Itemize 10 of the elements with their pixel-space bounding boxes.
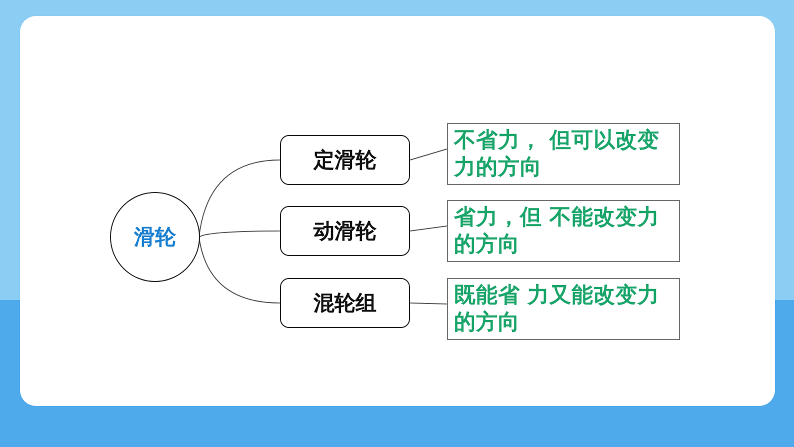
process-box: 定滑轮 [280, 135, 410, 185]
connector-line [410, 226, 448, 232]
connector-line [410, 148, 448, 160]
text-box: 不省力， 但可以改变力的方向 [447, 123, 680, 185]
connector-line [410, 302, 448, 304]
text-box: 省力，但 不能改变力的方向 [447, 200, 680, 262]
process-box: 混轮组 [280, 278, 410, 328]
text-box: 既能省 力又能改变力的方向 [447, 278, 680, 340]
connector-line [198, 230, 280, 238]
process-box: 动滑轮 [280, 206, 410, 256]
